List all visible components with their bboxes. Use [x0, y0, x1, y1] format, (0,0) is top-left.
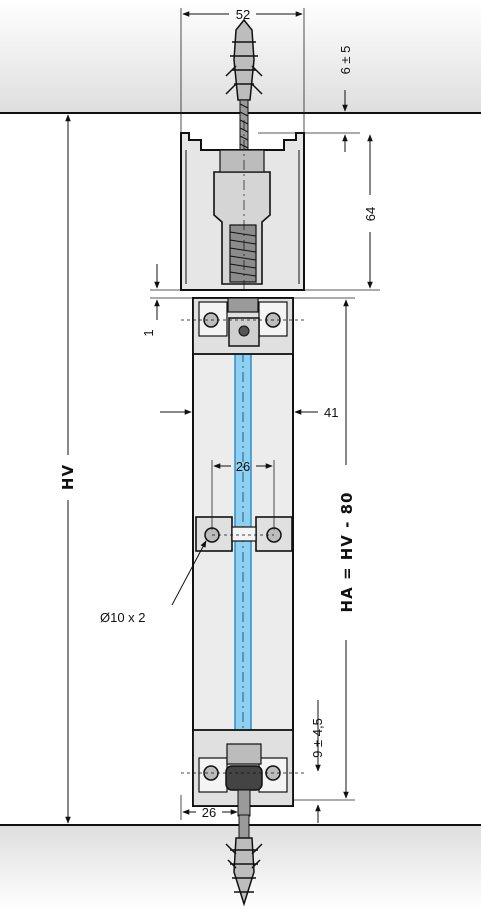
wall-plug-icon — [225, 814, 263, 907]
dim-gap: 1 — [141, 264, 193, 337]
dim-label-gap: 1 — [141, 329, 156, 336]
dim-ceiling-offset: 6 ± 5 — [258, 46, 360, 152]
dim-label-bottom-offset: 9 ± 4,5 — [310, 718, 325, 758]
dim-label-overall-height: HV — [59, 464, 77, 490]
dim-label-top-width: 52 — [236, 7, 250, 22]
top-track-profile — [180, 132, 305, 291]
centerlines — [181, 120, 304, 774]
dim-label-hole-spacing: 26 — [236, 459, 250, 474]
dim-label-side-offset: 41 — [324, 405, 338, 420]
top-rail — [192, 297, 294, 355]
dim-bottom-width: 26 — [180, 795, 238, 820]
dim-hole-spacing: 26 — [211, 459, 275, 530]
leader-hole-spec: Ø10 x 2 — [100, 540, 207, 625]
dim-side-offset: 41 — [160, 405, 338, 420]
dim-label-hole-spec: Ø10 x 2 — [100, 610, 146, 625]
bottom-rail — [192, 729, 294, 817]
dim-top-width: 52 — [180, 7, 305, 133]
dim-label-track-height: 64 — [363, 207, 378, 221]
dim-panel-height: HA = HV - 80 — [293, 297, 356, 801]
dim-overall-height: HV — [59, 114, 77, 824]
dim-bottom-offset: 9 ± 4,5 — [310, 700, 325, 823]
glass-pane — [234, 351, 252, 733]
dim-label-bottom-width: 26 — [202, 805, 216, 820]
dim-label-ceiling-offset: 6 ± 5 — [338, 46, 353, 75]
dim-track-height: 64 — [304, 134, 380, 291]
dim-label-panel-height: HA = HV - 80 — [338, 492, 356, 613]
